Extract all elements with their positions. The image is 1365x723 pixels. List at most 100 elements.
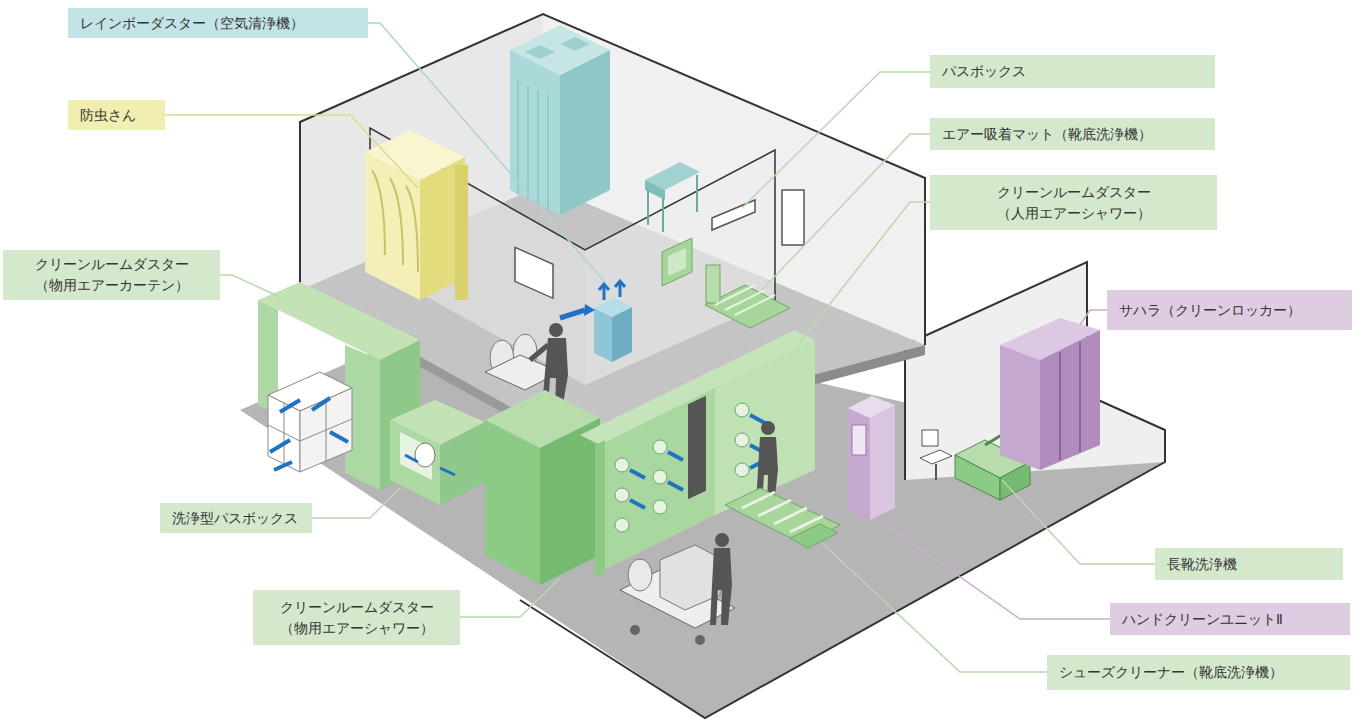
lower-equipment-part xyxy=(405,455,455,475)
building-part xyxy=(515,247,553,298)
lower-equipment-part xyxy=(600,388,715,572)
lower-equipment-part xyxy=(790,524,838,548)
building-part xyxy=(585,150,775,385)
lower-equipment-part xyxy=(653,470,667,484)
lower-equipment-part xyxy=(540,418,600,585)
leader-lines-part xyxy=(1002,480,1155,564)
label-text: エアー吸着マット（靴底洗浄機） xyxy=(942,124,1152,145)
label-text: クリーンルームダスター （物用エアーカーテン） xyxy=(15,254,208,296)
lower-equipment-part xyxy=(715,533,729,547)
label-text: クリーンルームダスター （人用エアーシャワー） xyxy=(942,182,1205,224)
lower-equipment-part xyxy=(715,340,815,515)
upper-equipment-part xyxy=(594,298,632,317)
leader-lines-part xyxy=(800,202,930,342)
lower-equipment-part xyxy=(742,492,823,532)
lower-equipment-part xyxy=(935,464,937,480)
upper-worker-part xyxy=(549,323,563,337)
upper-equipment-part xyxy=(594,308,612,362)
lower-equipment-part xyxy=(390,420,440,505)
lower-equipment-part xyxy=(1000,345,1040,470)
lower-equipment-part xyxy=(630,415,765,508)
upper-equipment-part xyxy=(599,281,625,300)
label-text: 防虫さん xyxy=(80,105,136,126)
callout-label: 長靴洗浄機 xyxy=(1155,548,1343,580)
upper-equipment-part xyxy=(662,238,692,286)
callout-label: 防虫さん xyxy=(68,100,165,130)
label-text: 長靴洗浄機 xyxy=(1167,554,1237,575)
label-text: レインボーダスター（空気清浄機） xyxy=(80,13,304,34)
lower-equipment-part xyxy=(653,500,667,514)
lower-equipment-part xyxy=(653,440,667,454)
lower-equipment-part xyxy=(761,421,775,435)
lower-equipment-part xyxy=(270,398,348,470)
leader-lines-part xyxy=(368,23,610,288)
callout-label: ハンドクリーンユニットⅡ xyxy=(1110,603,1350,635)
lower-equipment-part xyxy=(1040,330,1100,470)
label-text: パスボックス xyxy=(942,61,1026,82)
lower-equipment-part xyxy=(415,443,435,467)
building-part xyxy=(782,190,804,245)
upper-equipment-part xyxy=(715,285,775,315)
lower-equipment-part xyxy=(258,282,420,360)
label-text: シューズクリーナー（靴底洗浄機） xyxy=(1059,662,1283,683)
label-text: クリーンルームダスター （物用エアーシャワー） xyxy=(265,597,448,639)
upper-equipment xyxy=(365,25,790,362)
lower-equipment-part xyxy=(920,450,952,464)
upper-worker-part xyxy=(584,304,595,316)
upper-equipment-part xyxy=(668,248,686,276)
upper-equipment-part xyxy=(648,175,697,232)
lower-equipment-part xyxy=(955,455,1000,500)
lower-equipment-part xyxy=(688,396,706,499)
lower-equipment-part xyxy=(852,425,866,455)
callout-label: パスボックス xyxy=(930,55,1215,88)
callout-label: 洗浄型パスボックス xyxy=(160,503,312,533)
lower-equipment-part xyxy=(710,548,732,625)
leader-lines-part xyxy=(742,72,930,208)
callout-label: クリーンルームダスター （人用エアーシャワー） xyxy=(930,175,1217,230)
callout-label: レインボーダスター（空気清浄機） xyxy=(68,8,368,38)
lower-equipment-part xyxy=(735,403,749,417)
callout-label: エアー吸着マット（靴底洗浄機） xyxy=(930,118,1215,150)
leader-lines-part xyxy=(165,115,418,188)
callout-label: クリーンルームダスター （物用エアーシャワー） xyxy=(253,590,460,645)
upper-worker-part xyxy=(560,310,585,318)
leader-lines-part xyxy=(308,488,400,518)
lower-equipment-part xyxy=(848,408,870,520)
callout-label: シューズクリーナー（靴底洗浄機） xyxy=(1047,655,1350,690)
leader-lines-part xyxy=(822,543,1047,672)
upper-equipment-part xyxy=(365,130,465,180)
lower-equipment-part xyxy=(615,518,629,532)
lower-equipment-part xyxy=(922,430,938,446)
leader-lines-part xyxy=(218,275,282,298)
upper-equipment-part xyxy=(455,165,468,300)
lower-equipment-part xyxy=(630,625,640,635)
lower-equipment-part xyxy=(870,405,895,520)
leader-lines-part xyxy=(458,578,560,617)
lower-equipment-part xyxy=(595,440,605,578)
lower-equipment-part xyxy=(848,396,895,418)
upper-equipment-part xyxy=(560,50,610,215)
callout-label: サハラ（クリーンロッカー） xyxy=(1107,290,1352,330)
building-part xyxy=(300,14,925,345)
label-text: サハラ（クリーンロッカー） xyxy=(1119,300,1301,321)
lower-equipment-part xyxy=(660,545,720,610)
upper-worker-part xyxy=(530,345,548,360)
leader-lines-part xyxy=(882,522,1110,619)
leader-lines-part xyxy=(1080,310,1107,325)
lower-equipment-part xyxy=(440,422,485,505)
callout-label: クリーンルームダスター （物用エアーカーテン） xyxy=(3,250,220,300)
upper-equipment-part xyxy=(712,200,755,230)
lower-equipment-part xyxy=(615,458,629,472)
upper-equipment-part xyxy=(518,80,548,210)
label-text: ハンドクリーンユニットⅡ xyxy=(1122,609,1283,630)
lower-equipment-part xyxy=(628,559,652,591)
label-text: 洗浄型パスボックス xyxy=(172,508,298,529)
lower-equipment-part xyxy=(735,433,749,447)
upper-equipment-part xyxy=(706,265,720,303)
lower-equipment-part xyxy=(615,488,629,502)
upper-equipment-part xyxy=(510,50,560,215)
upper-equipment-part xyxy=(560,37,590,51)
lower-equipment-part xyxy=(695,635,705,645)
leader-lines-part xyxy=(762,134,930,290)
